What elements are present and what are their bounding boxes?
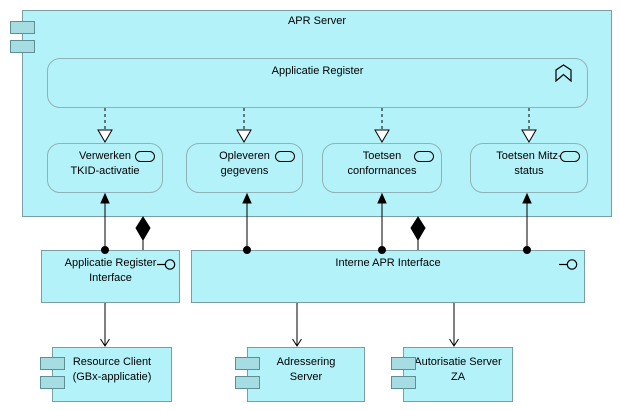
component-icon (40, 357, 65, 370)
interface-label: Interne APR Interface (335, 257, 441, 269)
component-icon (235, 357, 260, 370)
application-service-icon (135, 151, 155, 162)
interface-lollipop-icon (559, 258, 578, 274)
serving-arrow (100, 303, 459, 347)
applicatie-register-label: Applicatie Register (271, 65, 364, 77)
application-service-icon (560, 151, 580, 162)
node-resource-client[interactable]: Resource Client(GBx-applicatie) (40, 347, 172, 402)
application-service-icon (275, 151, 295, 162)
component-icon (391, 376, 416, 389)
node-toetsen-mitz-status[interactable]: Toetsen Mitz-status (470, 143, 588, 193)
interface-lollipop-icon (157, 258, 176, 274)
component-icon (10, 21, 35, 34)
application-service-icon (414, 151, 434, 162)
apr-server-label: APR Server (287, 15, 347, 27)
component-icon (235, 376, 260, 389)
node-applicatie-register[interactable]: Applicatie Register (47, 58, 588, 108)
application-function-icon (555, 64, 572, 85)
component-icon (40, 376, 65, 389)
function-label: Toetsen Mitz-status (496, 150, 562, 177)
component-icon (10, 40, 35, 53)
component-label: Resource Client(GBx-applicatie) (72, 356, 152, 383)
composition-diamond (135, 216, 426, 250)
node-interne-apr-interface[interactable]: Interne APR Interface (191, 250, 585, 303)
component-icon (391, 357, 416, 370)
